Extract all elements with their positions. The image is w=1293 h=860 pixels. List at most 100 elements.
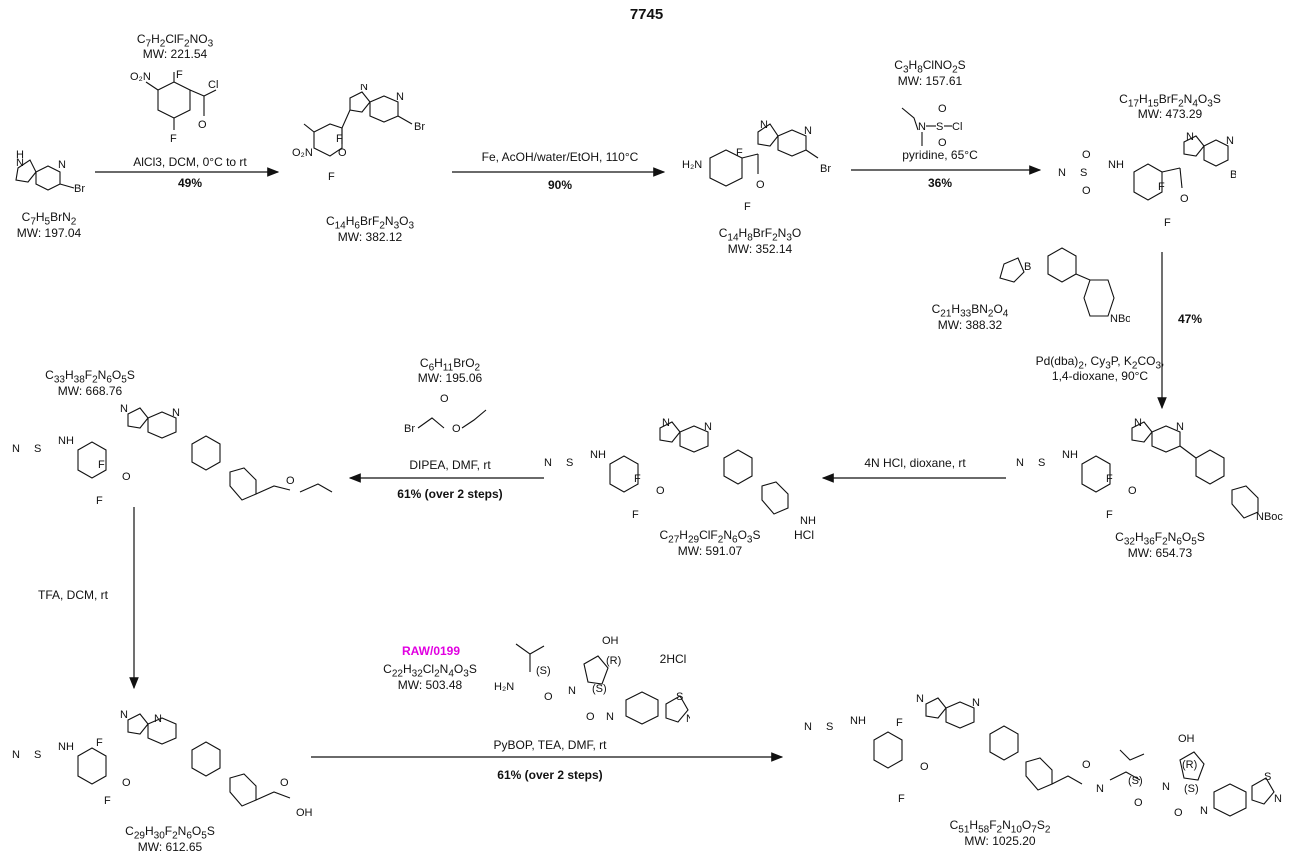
svg-text:F: F xyxy=(104,795,111,807)
int5-formula: C27H29ClF2N6O3S xyxy=(659,528,761,546)
svg-text:Br: Br xyxy=(404,423,415,435)
svg-text:F: F xyxy=(170,133,177,145)
svg-text:F: F xyxy=(736,147,743,159)
svg-text:Br: Br xyxy=(414,121,425,133)
svg-text:S: S xyxy=(936,121,943,133)
svg-text:Br: Br xyxy=(74,183,85,195)
svg-text:NH: NH xyxy=(1062,449,1078,461)
svg-text:N: N xyxy=(1200,805,1208,817)
svg-text:O: O xyxy=(1174,807,1183,819)
step4-conditions-line1: Pd(dba)2, Cy3P, K2CO3, xyxy=(1035,354,1165,372)
svg-text:N: N xyxy=(396,91,404,103)
svg-text:(S): (S) xyxy=(1128,775,1143,787)
svg-text:N: N xyxy=(16,157,24,169)
svg-text:N: N xyxy=(154,713,162,725)
svg-text:N: N xyxy=(662,417,670,429)
reagent3-formula: C21H33BN2O4 xyxy=(931,302,1009,320)
svg-text:F: F xyxy=(634,473,641,485)
step7-conditions: TFA, DCM, rt xyxy=(38,588,108,602)
svg-text:O: O xyxy=(1180,193,1189,205)
svg-text:(R): (R) xyxy=(606,655,621,667)
svg-text:N: N xyxy=(1226,135,1234,147)
step8-yield: 61% (over 2 steps) xyxy=(497,768,603,782)
svg-text:O: O xyxy=(586,711,595,723)
step3-yield: 36% xyxy=(927,176,953,190)
svg-text:O: O xyxy=(122,471,131,483)
svg-text:O₂N: O₂N xyxy=(292,147,313,159)
svg-text:NBoc: NBoc xyxy=(1110,313,1130,325)
svg-text:F: F xyxy=(176,69,183,81)
svg-text:N: N xyxy=(606,711,614,723)
int2-formula: C14H8BrF2N3O xyxy=(718,226,802,244)
svg-text:S: S xyxy=(1264,771,1271,783)
int7-mw: MW: 612.65 xyxy=(137,840,203,854)
svg-text:F: F xyxy=(632,509,639,521)
svg-text:N: N xyxy=(58,159,66,171)
svg-text:N: N xyxy=(918,121,926,133)
svg-text:N: N xyxy=(360,84,368,93)
int4-formula: C32H36F2N6O5S xyxy=(1115,530,1205,548)
svg-text:N: N xyxy=(120,403,128,415)
svg-text:O: O xyxy=(452,423,461,435)
svg-text:N: N xyxy=(1058,167,1066,179)
svg-text:N: N xyxy=(1274,793,1282,805)
svg-text:F: F xyxy=(96,495,103,507)
svg-text:O: O xyxy=(656,485,665,497)
svg-text:OH: OH xyxy=(296,807,313,818)
structure-sm1: Br HN N xyxy=(15,149,85,195)
svg-text:O: O xyxy=(938,137,947,149)
int4-mw: MW: 654.73 xyxy=(1127,546,1193,560)
svg-text:O₂N: O₂N xyxy=(130,71,151,83)
svg-text:NH: NH xyxy=(800,515,816,527)
svg-text:O: O xyxy=(122,777,131,789)
svg-text:F: F xyxy=(96,737,103,749)
svg-text:NH: NH xyxy=(58,435,74,447)
svg-text:O: O xyxy=(544,691,553,703)
step6-yield: 61% (over 2 steps) xyxy=(397,487,503,501)
svg-text:O: O xyxy=(1082,149,1091,161)
svg-text:O: O xyxy=(938,103,947,115)
svg-text:N: N xyxy=(544,457,552,469)
svg-text:Br: Br xyxy=(820,163,831,175)
svg-text:H: H xyxy=(16,149,24,161)
svg-text:O: O xyxy=(756,179,765,191)
svg-text:N: N xyxy=(568,685,576,697)
reagent5-code: RAW/0199 xyxy=(401,644,461,658)
svg-text:B: B xyxy=(1024,261,1031,273)
svg-text:O: O xyxy=(1082,759,1091,771)
svg-text:S: S xyxy=(826,721,833,733)
int6-formula: C33H38F2N6O5S xyxy=(45,368,135,386)
reagent5-formula: C22H32Cl2N4O3S xyxy=(383,662,477,680)
svg-text:O: O xyxy=(280,777,289,789)
svg-text:F: F xyxy=(898,793,905,805)
reagent2-formula: C3H8ClNO2S xyxy=(894,58,966,76)
svg-text:N: N xyxy=(1096,783,1104,795)
svg-text:N: N xyxy=(1186,131,1194,143)
step2-yield: 90% xyxy=(547,178,573,192)
svg-text:F: F xyxy=(328,171,335,183)
svg-text:H₂N: H₂N xyxy=(494,681,514,693)
svg-text:S: S xyxy=(676,691,683,703)
step4-yield: 47% xyxy=(1177,312,1203,326)
svg-text:O: O xyxy=(1082,185,1091,197)
svg-text:O: O xyxy=(286,475,295,487)
step1-yield: 49% xyxy=(177,176,203,190)
structure-reagent3: B NBoc xyxy=(999,247,1130,325)
svg-text:Cl: Cl xyxy=(952,121,962,133)
svg-text:F: F xyxy=(744,201,751,213)
svg-text:(S): (S) xyxy=(1184,783,1199,795)
svg-text:N: N xyxy=(760,119,768,131)
svg-text:N: N xyxy=(686,713,690,725)
svg-text:F: F xyxy=(98,459,105,471)
structure-reagent1: O₂N F O Cl F xyxy=(130,69,218,145)
svg-text:N: N xyxy=(1162,781,1170,793)
step8-conditions: PyBOP, TEA, DMF, rt xyxy=(493,738,607,752)
svg-text:N: N xyxy=(804,721,812,733)
product-formula: C51H58F2N10O7S2 xyxy=(949,818,1051,836)
